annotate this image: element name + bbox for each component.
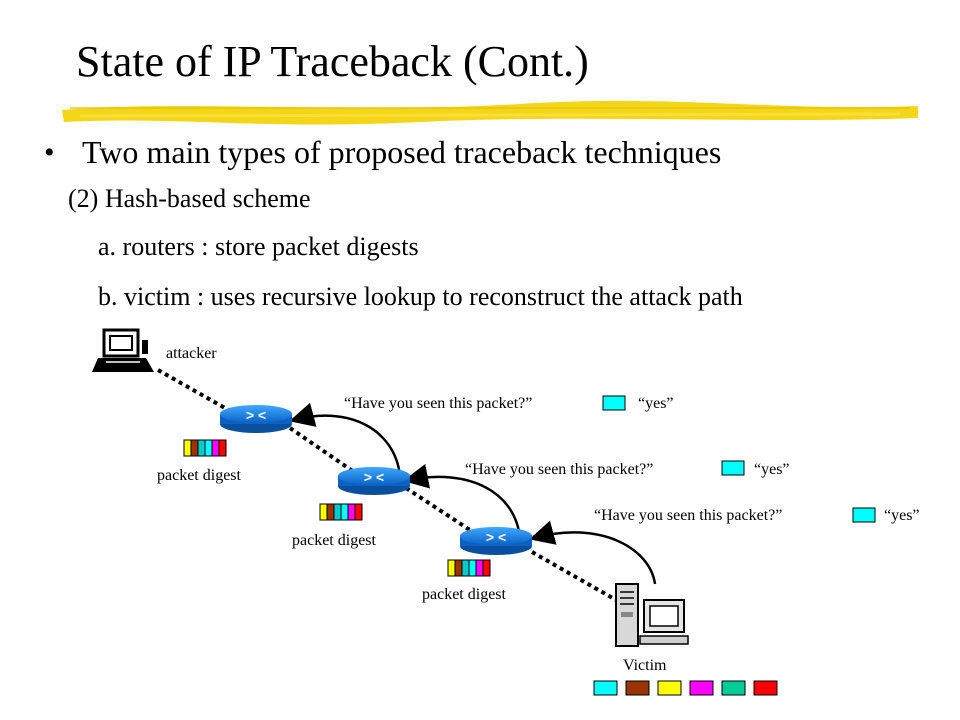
query-arrow-victim-router3	[529, 520, 657, 585]
sub-point-victim: b. victim : uses recursive lookup to rec…	[98, 282, 743, 311]
digest-entry	[197, 439, 206, 457]
digest-entry	[354, 503, 363, 521]
query-arrows	[289, 402, 657, 585]
sub-point-hash-scheme: (2) Hash-based scheme	[68, 184, 311, 213]
received-packet	[689, 680, 714, 696]
query-text-3: “Have you seen this packet?”	[594, 507, 782, 524]
victim-label: Victim	[623, 657, 667, 674]
router-1-glyph: > <	[246, 407, 266, 423]
digest-entry	[204, 439, 213, 457]
packet-digest-3	[447, 559, 491, 577]
digest-entry	[447, 559, 456, 577]
attacker-label: attacker	[166, 345, 217, 362]
packet-digest-2	[319, 503, 363, 521]
answer-text-2: “yes”	[754, 461, 790, 478]
digest-entry	[319, 503, 328, 521]
query-text-1: “Have you seen this packet?”	[344, 395, 532, 412]
packet-digest-1	[183, 439, 227, 457]
digest-entry	[475, 559, 484, 577]
answer-text-3: “yes”	[884, 507, 920, 524]
path-router1-router2	[288, 426, 356, 474]
router-3-glyph: > <	[486, 529, 506, 545]
path-attacker-router1	[157, 368, 233, 414]
sub-point-routers: a. routers : store packet digests	[98, 232, 419, 261]
digest-entry	[190, 439, 199, 457]
digest-entry	[340, 503, 349, 521]
victim-computer-icon	[615, 583, 689, 647]
digest-entry	[347, 503, 356, 521]
page-title: State of IP Traceback (Cont.)	[76, 37, 589, 86]
digest-entry	[468, 559, 477, 577]
bullet-dot: •	[44, 136, 55, 169]
digest-entry	[482, 559, 491, 577]
query-text-2: “Have you seen this packet?”	[465, 461, 653, 478]
bullet-text: Two main types of proposed traceback tec…	[82, 134, 722, 170]
digest-entry	[326, 503, 335, 521]
digest-entry	[454, 559, 463, 577]
received-packet	[753, 680, 778, 696]
digest-entry	[183, 439, 192, 457]
attacker-computer-icon	[92, 328, 154, 372]
digest-entry	[211, 439, 220, 457]
packet-digest-label-1: packet digest	[157, 467, 242, 484]
digest-entry	[218, 439, 227, 457]
packet-digest-label-3: packet digest	[422, 586, 507, 603]
query-packet-icon-2	[721, 460, 745, 476]
received-packet	[593, 680, 618, 696]
received-packet	[657, 680, 682, 696]
answer-text-1: “yes”	[638, 395, 674, 412]
query-arrow-router2-router1	[289, 402, 402, 477]
router-1: > <	[220, 405, 292, 433]
digest-entry	[333, 503, 342, 521]
path-router3-victim	[531, 550, 617, 602]
router-2: > <	[338, 467, 410, 495]
received-packet	[721, 680, 746, 696]
router-2-glyph: > <	[364, 469, 384, 485]
digest-entry	[461, 559, 470, 577]
router-3: > <	[460, 527, 532, 555]
attack-path	[157, 368, 617, 602]
path-router2-router3	[404, 486, 478, 536]
query-arrow-router3-router2	[403, 463, 522, 539]
received-packet	[625, 680, 650, 696]
packet-digest-label-2: packet digest	[292, 532, 377, 549]
victim-received-packets	[593, 680, 778, 696]
query-packet-icon-1	[602, 395, 626, 411]
query-packet-icon-3	[852, 507, 876, 523]
title-highlighter-stroke	[62, 100, 918, 125]
